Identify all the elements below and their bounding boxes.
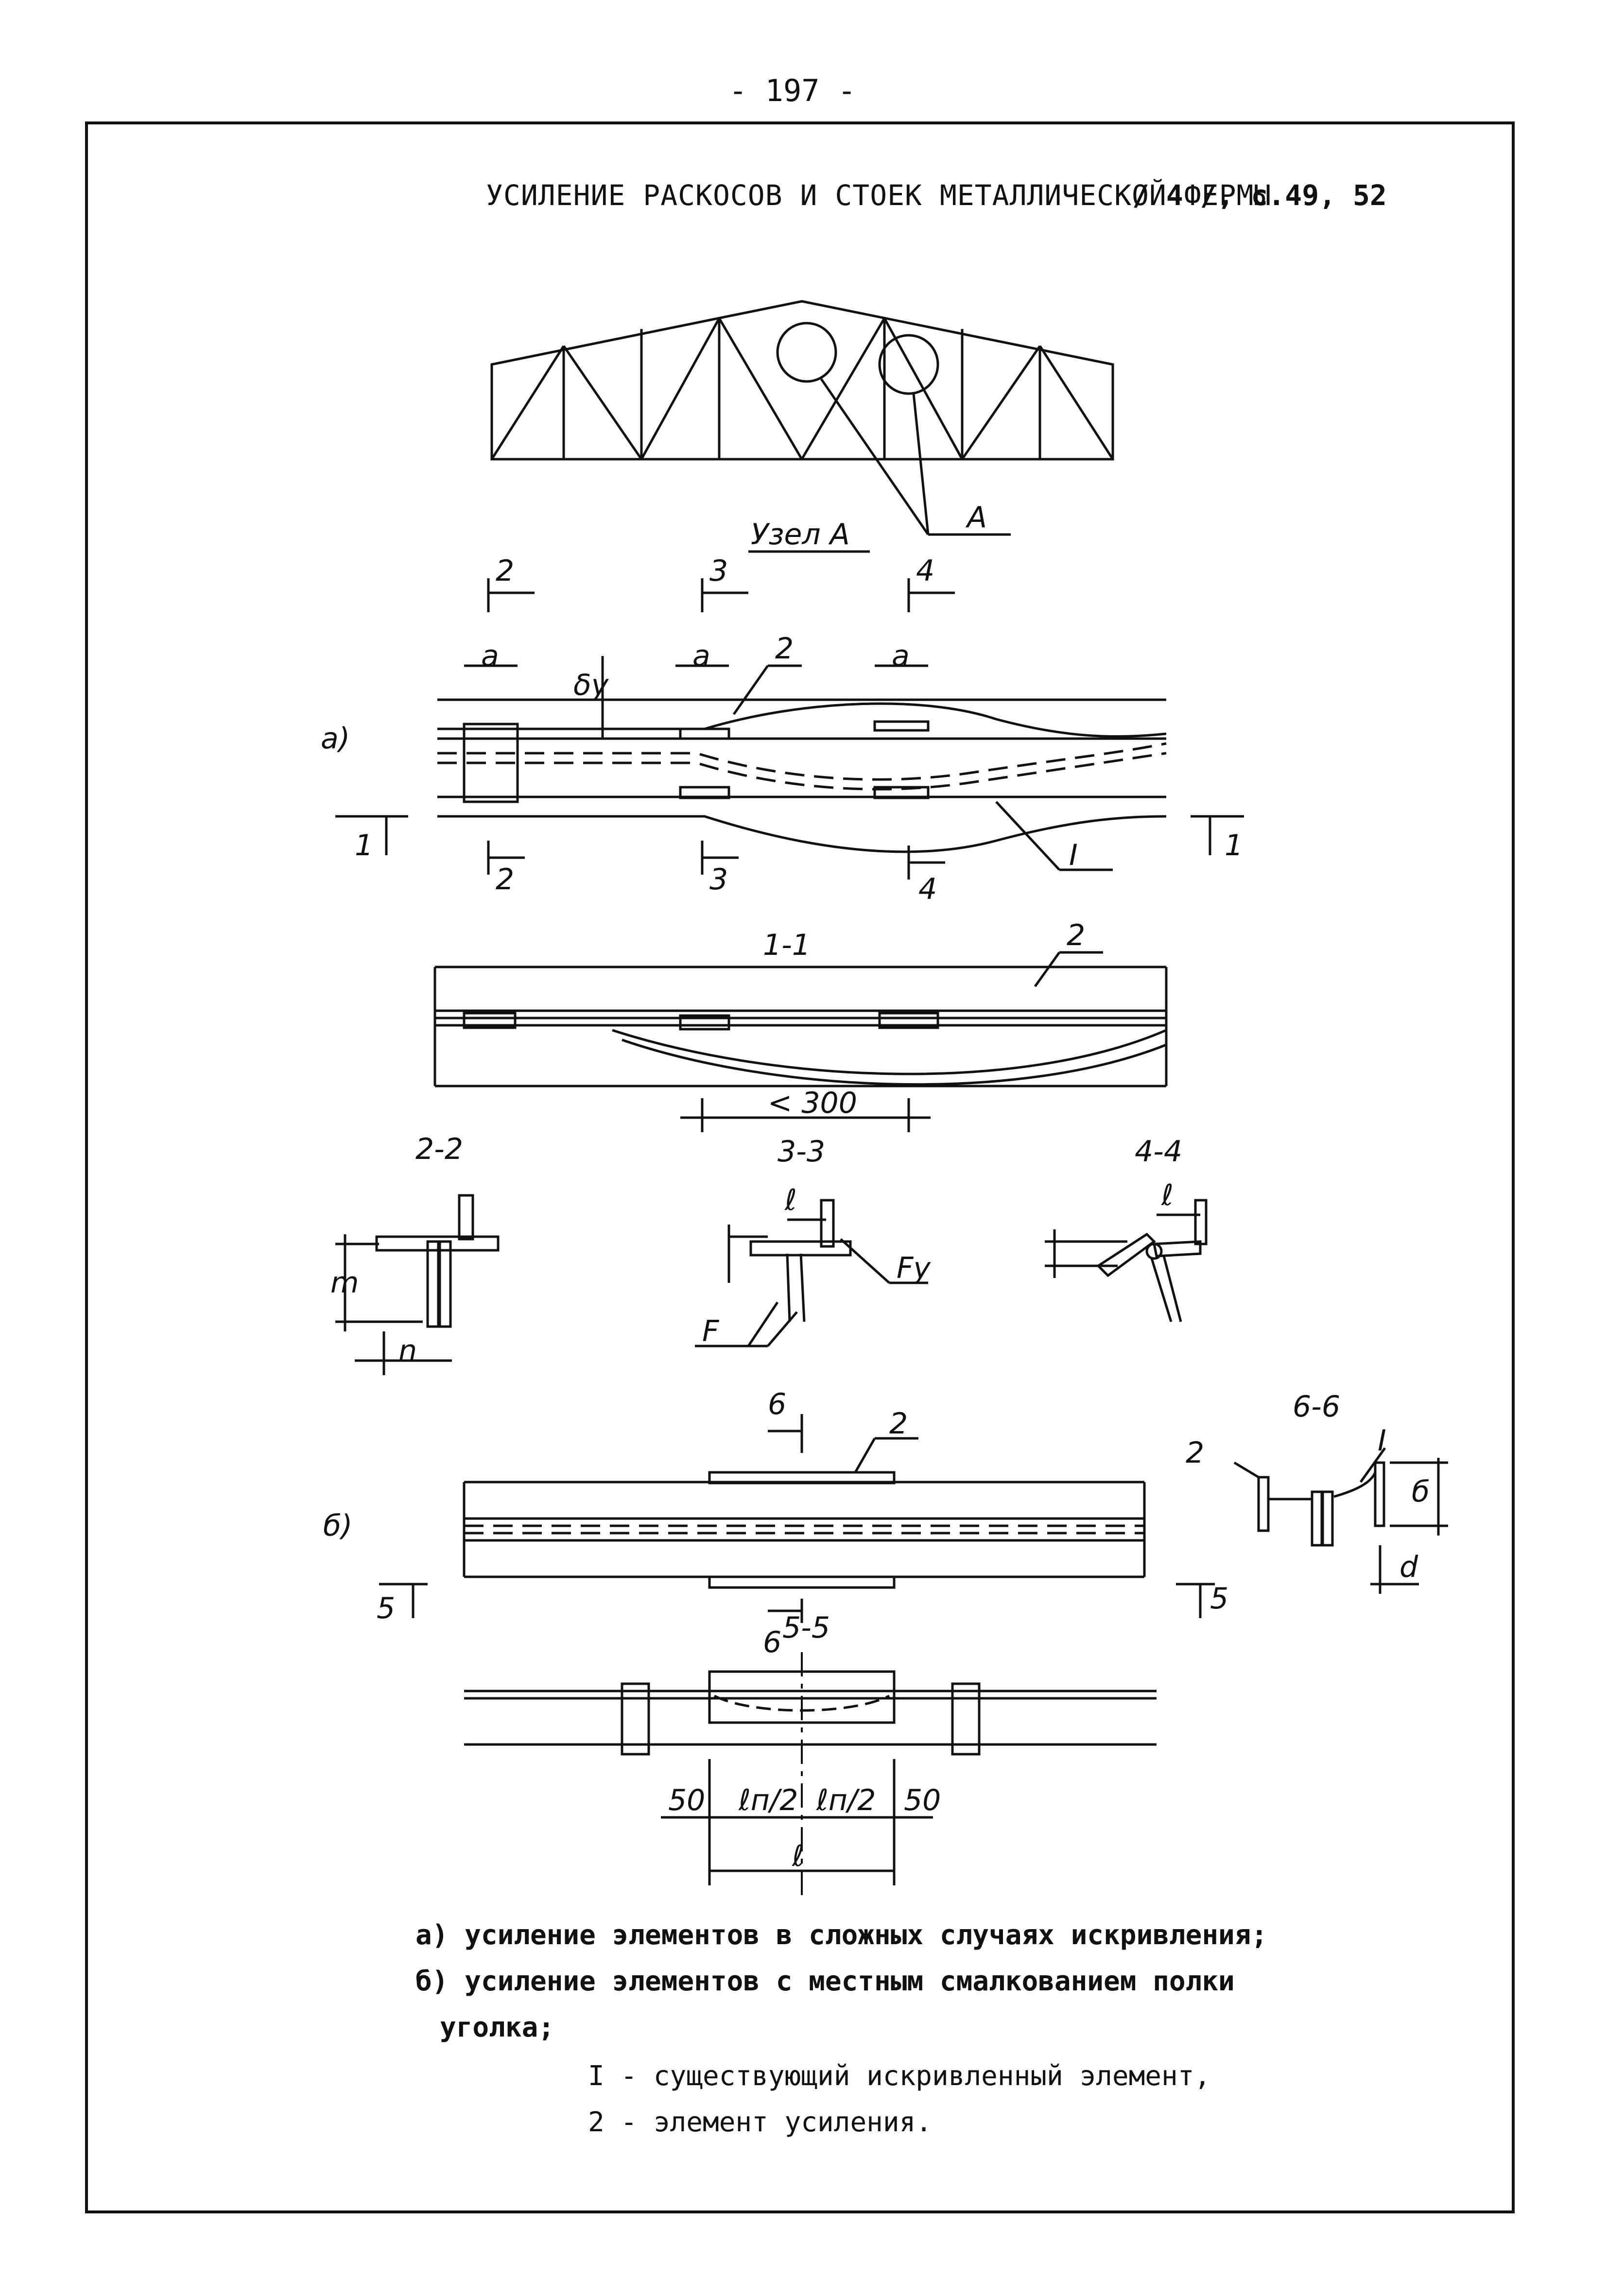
node-circle-2 [878,334,939,395]
cut-5-left: 5 [377,1591,395,1625]
cut-5-right: 5 [1210,1582,1228,1616]
legend-item-1: I - существующий искривленный элемент, [588,2060,1211,2092]
section-2-2 [335,1194,500,1375]
dim-l-4: ℓ [1161,1178,1174,1212]
variant-a-plan [335,578,1244,880]
area-fy: Fу [897,1251,932,1285]
ref-1-b: I [1378,1424,1386,1458]
drawing-title: УСИЛЕНИЕ РАСКОСОВ И СТОЕК МЕТАЛЛИЧЕСКОЙ … [486,179,1272,212]
cut-1-right: 1 [1225,829,1243,863]
section-2-2-title: 2-2 [415,1132,463,1166]
area-f: F [702,1314,720,1348]
section-1-1-title: 1-1 [763,928,811,962]
cut-2-bottom: 2 [496,863,514,897]
section-6-6 [1233,1447,1448,1594]
dim-a-3: а [892,639,910,673]
cut-6-bottom: 6 [763,1625,781,1659]
section-6-6-title: 6-6 [1293,1390,1340,1424]
cut-6-top: 6 [768,1387,786,1421]
section-4-4 [1045,1199,1208,1322]
truss-overview [490,300,1114,536]
section-1-1 [433,951,1168,1132]
dim-a-1: а [481,639,499,673]
cut-1-left: 1 [355,829,373,863]
drawing-frame [85,121,1515,2213]
legend-item-2: 2 - элемент усиления. [588,2106,933,2138]
cut-3-bottom: 3 [709,863,728,897]
legend-variant-a: а) усиление элементов в сложных случаях … [415,1919,1268,1951]
cut-3-top: 3 [709,554,728,588]
ref-2-b: 2 [1067,918,1085,952]
dim-a-2: а [692,639,710,673]
variant-b-label: б) [323,1509,352,1543]
page-number: - 197 - [729,73,856,108]
dim-50-left: 50 [668,1783,705,1817]
section-4-4-title: 4-4 [1135,1135,1182,1169]
dim-l-total: ℓ [792,1839,804,1873]
dim-half-ln-right: ℓп/2 [816,1783,876,1817]
ref-2-c: 2 [889,1407,908,1441]
variant-b-plan [379,1414,1215,1623]
source-reference: / 4 /, с.49, 52 [1132,179,1387,212]
section-5-5-title: 5-5 [782,1611,830,1645]
legend-variant-b-cont: уголка; [440,2012,555,2043]
cut-4-top: 4 [916,554,934,588]
node-circle-1 [776,322,837,383]
section-5-5 [464,1652,1157,1895]
dim-delta: δу [573,668,609,702]
node-label: Узел А [751,518,850,552]
variant-a-label: а) [321,722,350,756]
ref-2-a: 2 [775,632,794,666]
ref-2-d: 2 [1186,1436,1204,1470]
cut-2-top: 2 [496,554,514,588]
dim-b: б [1412,1475,1430,1509]
dim-50-right: 50 [904,1783,941,1817]
cut-4-bottom: 4 [918,872,937,906]
section-3-3-title: 3-3 [778,1135,825,1169]
legend-variant-b: б) усиление элементов с местным смалкова… [415,1966,1235,1997]
dim-l-3: ℓ [784,1183,797,1217]
section-3-3 [695,1199,928,1347]
ref-1-a: I [1069,838,1078,872]
dim-half-ln-left: ℓп/2 [738,1783,798,1817]
dim-n: n [398,1334,417,1368]
dim-300: < 300 [768,1086,857,1120]
dim-d: d [1400,1550,1418,1584]
callout-a-label: А [965,501,987,535]
dim-m: m [330,1266,359,1300]
